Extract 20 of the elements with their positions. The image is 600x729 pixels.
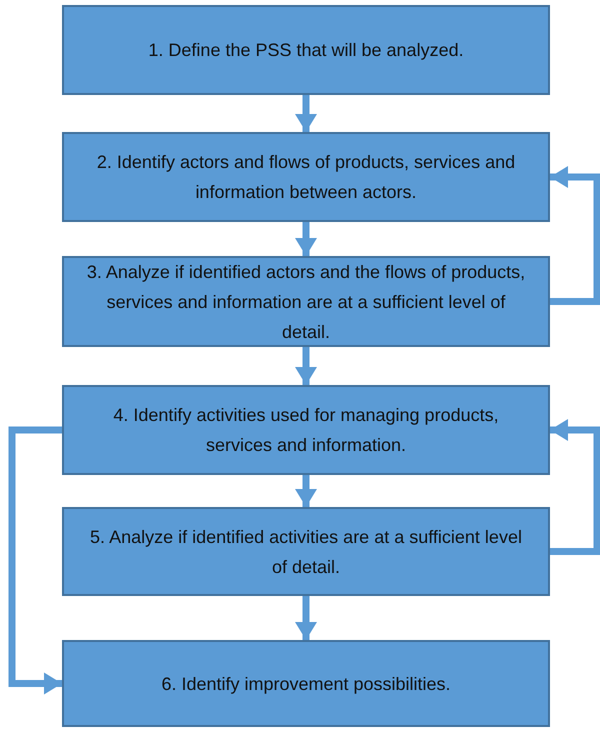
step-text: 6. Identify improvement possibilities.	[161, 672, 451, 696]
process-box	[62, 132, 550, 222]
process-box	[62, 256, 550, 347]
step-text: 4. Identify activities used for managing products, services and information.	[112, 404, 500, 457]
process-box	[62, 5, 550, 95]
arrow	[295, 596, 317, 640]
arrow	[295, 475, 317, 507]
arrow	[8, 426, 62, 694]
step-text: 1. Define the PSS that will be analyzed.	[148, 39, 464, 62]
arrow	[295, 347, 317, 385]
arrow	[550, 419, 600, 555]
step-text: 3. Analyze if identified actors and the flows of products, services and information are at a sufficient level of detail.	[86, 260, 526, 344]
arrow	[295, 95, 317, 132]
step-text: 5. Analyze if identified activities are at a sufficient level of detail.	[89, 526, 523, 578]
process-box	[62, 385, 550, 475]
step-text: 2. Identify actors and flows of products, services and information between actors.	[96, 151, 516, 204]
arrow	[550, 166, 600, 305]
process-box	[62, 507, 550, 596]
arrow	[295, 222, 317, 256]
process-box	[62, 640, 550, 727]
